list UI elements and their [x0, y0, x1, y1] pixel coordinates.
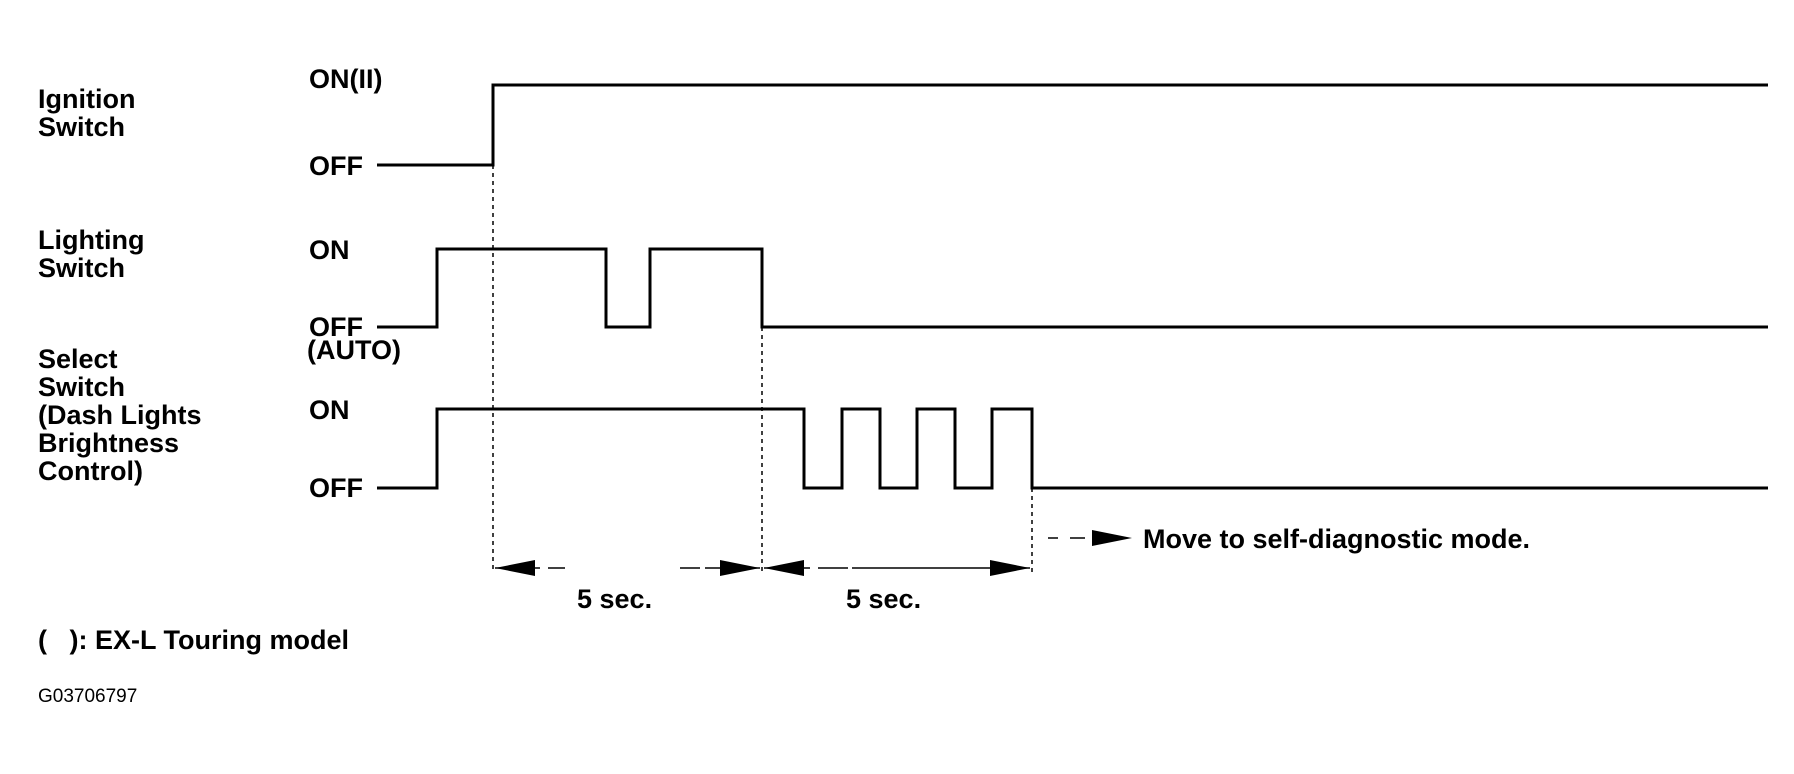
select-label-line5: Control) [38, 456, 143, 486]
ignition-off-state: OFF [309, 151, 363, 181]
select-label-line4: Brightness [38, 428, 180, 458]
lighting-off-auto-note: (AUTO) [307, 335, 401, 365]
select-label-line3: (Dash Lights [38, 400, 202, 430]
lighting-off-state: OFF [309, 312, 363, 342]
lighting-label-line1: Lighting [38, 225, 145, 255]
select-on-state: ON [309, 395, 350, 425]
ignition-switch-label: Ignition Switch [38, 85, 135, 141]
ignition-waveform [377, 83, 1768, 167]
select-switch-label: Select Switch (Dash Lights Brightness Co… [38, 345, 202, 485]
select-waveform [377, 407, 1768, 490]
ignition-label-line2: Switch [38, 112, 126, 142]
self-diagnostic-note: Move to self-diagnostic mode. [1143, 524, 1531, 554]
interval-1-right-arrow [720, 560, 760, 576]
lighting-waveform [377, 247, 1768, 329]
model-footnote: ( ): EX-L Touring model [38, 625, 349, 655]
result-arrow [1092, 530, 1132, 546]
select-label-line2: Switch [38, 372, 126, 402]
select-label-line1: Select [38, 344, 118, 374]
ignition-label-line1: Ignition [38, 84, 136, 114]
interval-2-right-arrow [990, 560, 1030, 576]
figure-id: G03706797 [38, 686, 138, 707]
select-off-state: OFF [309, 473, 363, 503]
ignition-on-state: ON(II) [309, 64, 383, 94]
interval-1-left-arrow [495, 560, 535, 576]
interval-2-left-arrow [764, 560, 804, 576]
interval-2-label: 5 sec. [846, 584, 922, 614]
interval-1-label: 5 sec. [577, 584, 653, 614]
lighting-label-line2: Switch [38, 253, 126, 283]
lighting-switch-label: Lighting Switch [38, 226, 144, 282]
lighting-on-state: ON [309, 235, 350, 265]
